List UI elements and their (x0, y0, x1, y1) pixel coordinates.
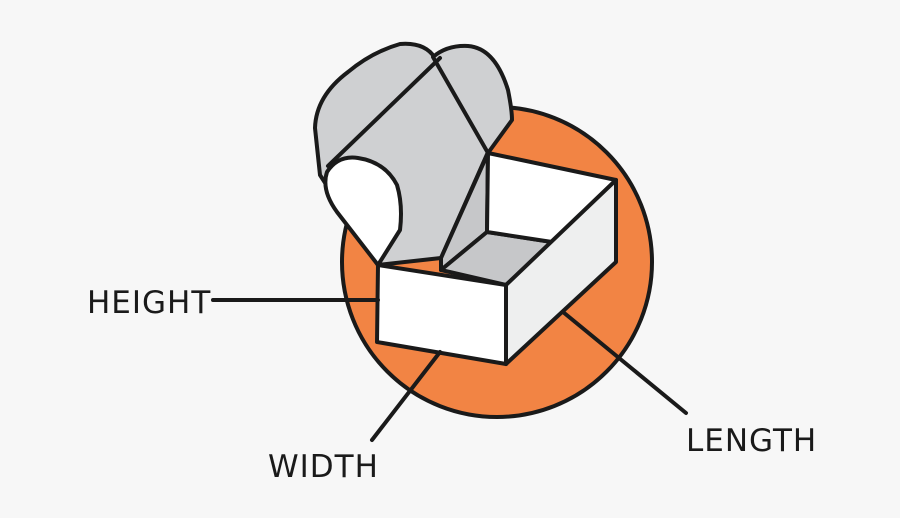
length-label: LENGTH (686, 423, 817, 459)
right-lid-flap (431, 43, 514, 155)
width-leader-line (370, 350, 442, 442)
width-label: WIDTH (268, 449, 379, 485)
lid-fold-line (326, 56, 442, 168)
height-label: HEIGHT (87, 285, 211, 321)
tuck-tab (323, 155, 403, 267)
open-box-icon (313, 41, 618, 366)
right-side-face (504, 178, 618, 366)
length-leader-line (561, 310, 688, 415)
